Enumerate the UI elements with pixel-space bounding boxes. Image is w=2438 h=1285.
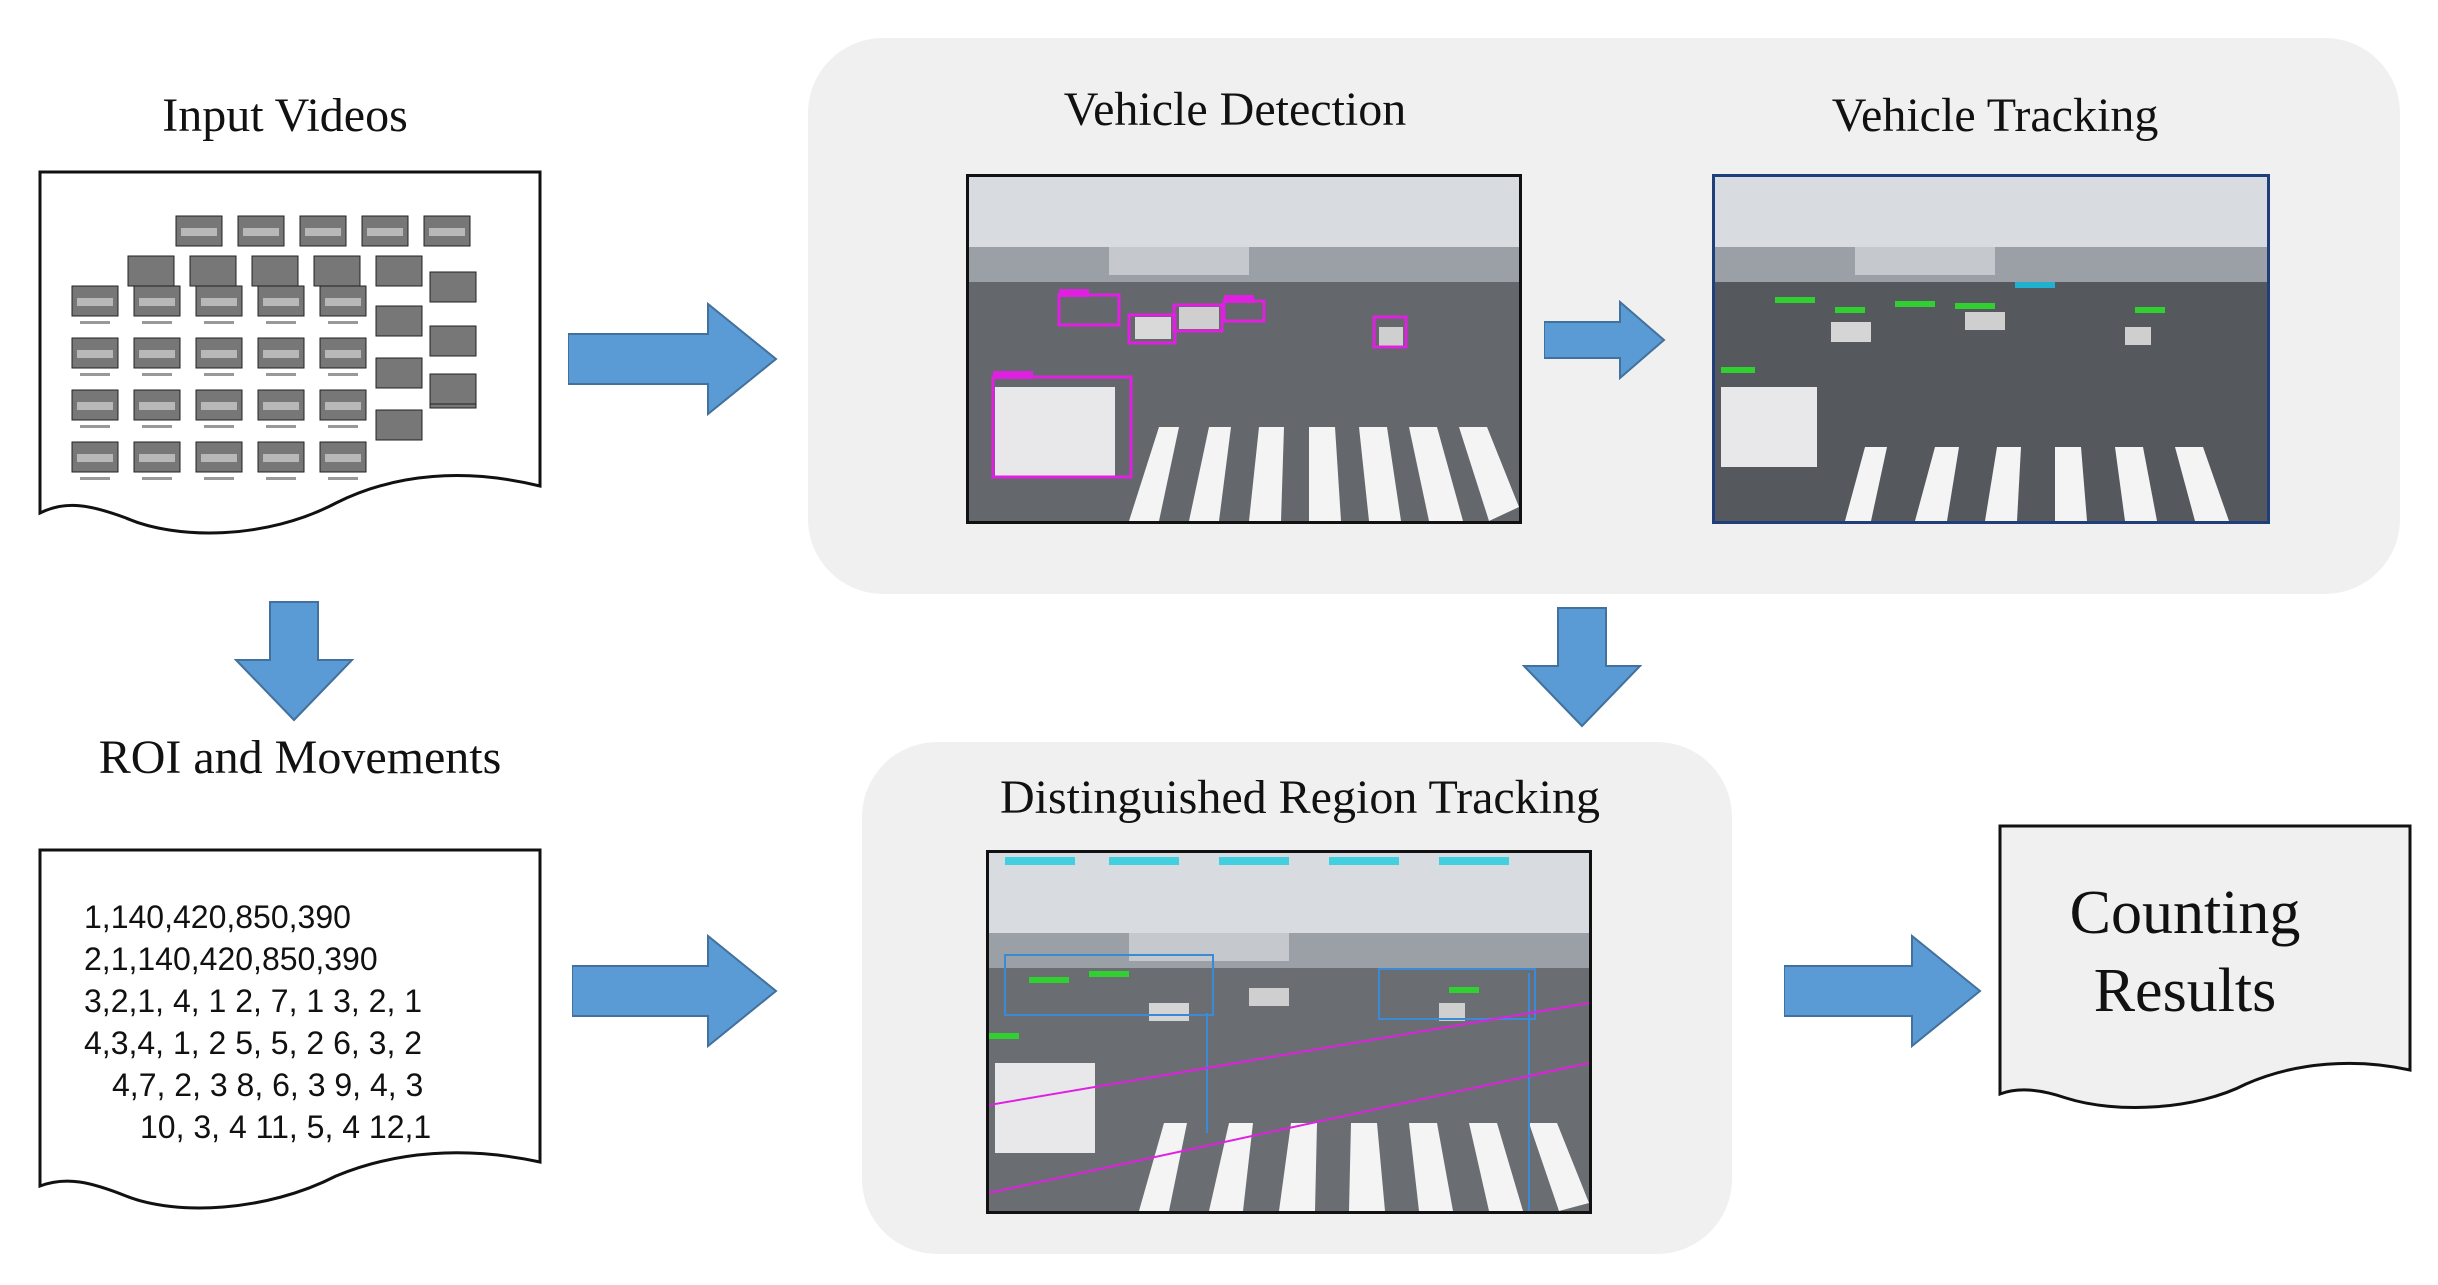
vehicle-detection-label: Vehicle Detection: [1063, 83, 1407, 136]
counting-results-label: Counting Results: [2000, 874, 2370, 1030]
arrow-right-icon: [568, 301, 778, 417]
roi-movements-label: ROI and Movements: [98, 731, 502, 784]
roi-line: 4,3,4, 1, 2 5, 5, 2 6, 3, 2: [84, 1025, 423, 1061]
roi-line: 10, 3, 4 11, 5, 4 12,1: [140, 1109, 432, 1145]
arrow-down-icon: [1521, 607, 1643, 728]
arrow-down-icon: [233, 601, 355, 722]
region-tracking-image: [986, 850, 1592, 1214]
roi-movement-data: 1,140,420,850,390 2,1,140,420,850,390 3,…: [84, 896, 431, 1148]
roi-line: 1,140,420,850,390: [84, 899, 351, 935]
roi-document: [38, 848, 542, 1210]
counting-line: Results: [2093, 957, 2277, 1025]
distinguished-region-tracking-label: Distinguished Region Tracking: [999, 771, 1601, 824]
roi-line: 2,1,140,420,850,390: [84, 941, 378, 977]
video-thumbnail-grid: [71, 215, 477, 480]
arrow-right-icon: [1784, 933, 1982, 1049]
counting-line: Counting: [2069, 879, 2301, 947]
roi-line: 3,2,1, 4, 1 2, 7, 1 3, 2, 1: [84, 983, 423, 1019]
arrow-right-icon: [572, 933, 778, 1049]
roi-line: 4,7, 2, 3 8, 6, 3 9, 4, 3: [112, 1067, 424, 1103]
counting-results-document: [1998, 824, 2412, 1109]
input-videos-label: Input Videos: [162, 89, 408, 142]
vehicle-tracking-label: Vehicle Tracking: [1831, 89, 2159, 142]
input-videos-document: [38, 170, 542, 535]
arrow-right-icon: [1544, 300, 1666, 380]
vehicle-tracking-image: [1712, 174, 2270, 524]
vehicle-detection-image: [966, 174, 1522, 524]
